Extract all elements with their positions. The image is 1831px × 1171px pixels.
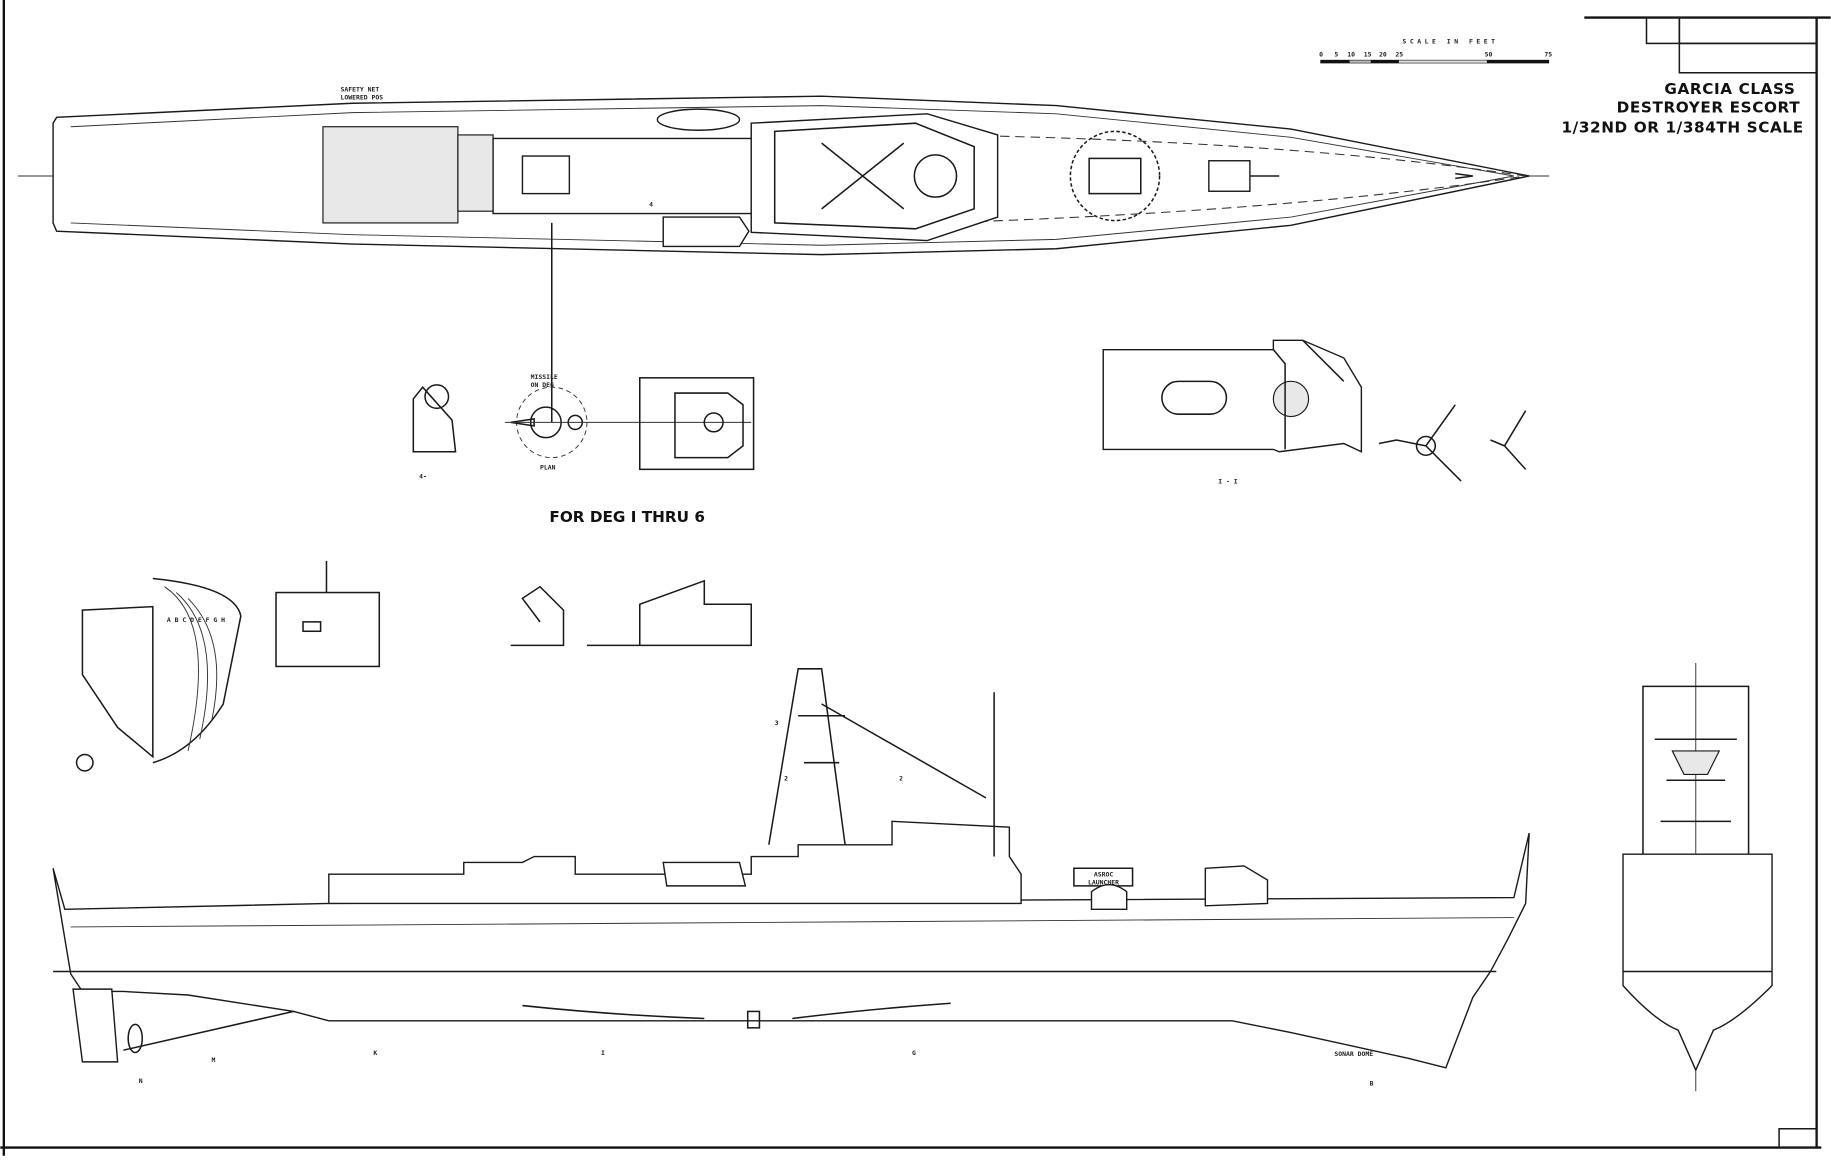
mast-mark: 2 (784, 774, 788, 782)
section-label: I - I (1218, 477, 1238, 485)
deg-note: FOR DEG I THRU 6 (549, 508, 705, 526)
boat-icon (662, 861, 747, 887)
scale-tick: 20 (1379, 50, 1387, 58)
scale-tick: 10 (1347, 50, 1355, 58)
section-mark: 4 (649, 201, 653, 209)
station-mark: G (912, 1049, 916, 1057)
propeller-icon (127, 1023, 144, 1054)
title-line-1: GARCIA CLASS (1664, 80, 1795, 98)
station-letters: A B C D E F G H (167, 616, 225, 624)
station-mark: N (139, 1077, 143, 1085)
station-mark: K (373, 1049, 377, 1057)
detail-views: 4- MISSILE ON DEG PLAN FOR DEG I THRU 6 … (412, 339, 1527, 526)
asroc-label-2: LAUNCHER (1088, 879, 1119, 887)
scale-tick: 75 (1544, 50, 1552, 58)
scale-label: SCALE IN FEET (1402, 37, 1498, 45)
asroc-label: ASROC (1094, 870, 1114, 878)
scale-tick: 15 (1364, 50, 1372, 58)
boat-icon (656, 108, 741, 131)
plan-view: SAFETY NET LOWERED POS 4 (17, 86, 1550, 423)
view-4-label: 4- (419, 473, 427, 481)
missile-label-2: ON DEG (531, 381, 554, 389)
body-plan: A B C D E F G H (75, 560, 752, 772)
title-line-3: 1/32ND OR 1/384TH SCALE (1561, 119, 1803, 137)
scale-tick: 0 (1319, 50, 1323, 58)
safety-net-label-2: LOWERED POS (341, 94, 384, 102)
scale-tick: 5 (1334, 50, 1338, 58)
station-mark: I (601, 1049, 605, 1057)
side-elevation: ASROC LAUNCHER SONAR DOME 3 2 2 N M K I … (52, 668, 1530, 1087)
mast-mark: 3 (775, 719, 779, 727)
sonar-dome-label: SONAR DOME (1334, 1050, 1373, 1058)
drawing-title: GARCIA CLASS DESTROYER ESCORT 1/32ND OR … (1561, 80, 1803, 137)
plan-label: PLAN (540, 463, 556, 471)
title-line-2: DESTROYER ESCORT (1617, 99, 1801, 117)
safety-net-label: SAFETY NET (341, 86, 380, 94)
missile-label: MISSILE (531, 373, 558, 381)
mast-mark: 2 (899, 774, 903, 782)
front-view (1622, 662, 1773, 1092)
scale-tick: 50 (1485, 50, 1493, 58)
boat-icon (662, 216, 750, 248)
scale-bar: SCALE IN FEET 0 5 10 15 20 25 50 75 (1319, 37, 1552, 64)
scale-tick: 25 (1395, 50, 1403, 58)
propeller-icon (75, 753, 94, 772)
station-mark: B (1370, 1079, 1374, 1087)
station-mark: M (211, 1056, 215, 1064)
